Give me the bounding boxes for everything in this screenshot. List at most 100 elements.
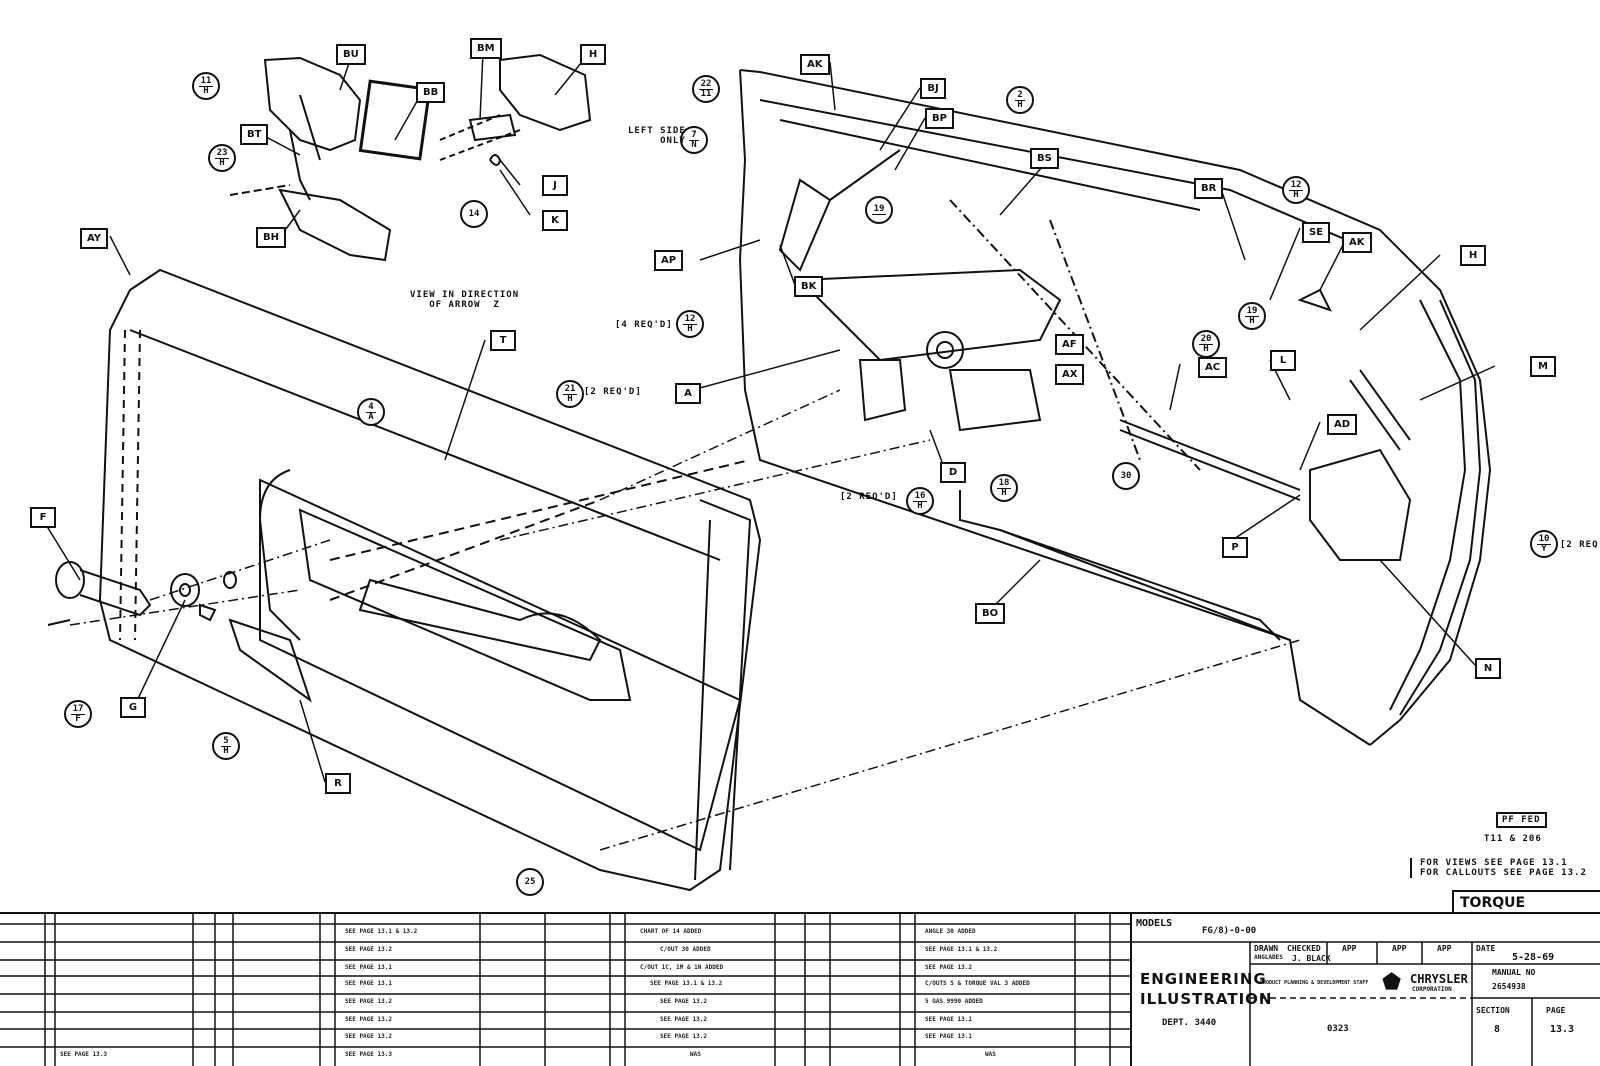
callout-bt: BT (240, 124, 269, 145)
callout-h-inset: H (580, 44, 606, 65)
torque-header: TORQUE (1452, 890, 1600, 914)
callout-br: BR (1194, 178, 1224, 199)
rev-cell: SEE PAGE 13.3 (345, 1051, 392, 1058)
app-label-3: APP (1437, 944, 1452, 953)
rev-cell: SEE PAGE 13.2 (345, 1033, 392, 1040)
manual-label: MANUAL NO (1492, 968, 1536, 977)
section-value: 8 (1494, 1024, 1501, 1035)
callout-t: T (490, 330, 516, 351)
rev-cell: 5 GAS 9990 ADDED (925, 998, 983, 1005)
door-inner-panel (738, 69, 1492, 746)
drawn-label: DRAWN (1254, 944, 1279, 953)
checked-by: J. BLACK (1292, 954, 1331, 963)
qty-note: [4 REQ'D] (615, 320, 673, 330)
title-block: SEE PAGE 13.1 & 13.2 SEE PAGE 13.2 SEE P… (0, 912, 1600, 1066)
door-trim-panel (98, 268, 762, 892)
checked-label: CHECKED (1287, 944, 1321, 953)
rev-cell: C/OUT 30 ADDED (660, 946, 711, 953)
app-label-1: APP (1342, 944, 1357, 953)
page-value: 13.3 (1550, 1024, 1575, 1035)
staff-label: PRODUCT PLANNING & DEVELOPMENT STAFF (1260, 980, 1369, 986)
callout-ak-top: AK (800, 54, 830, 75)
callout-ac: AC (1198, 357, 1228, 378)
fastener-callout: 25 (516, 868, 544, 896)
callout-m: M (1530, 356, 1556, 377)
chrysler-pentastar-icon: ⬟ (1382, 970, 1402, 995)
spec-note: PF FED (1496, 812, 1547, 828)
date-value: 5-28-69 (1512, 952, 1555, 963)
rev-cell: SEE PAGE 13.2 (345, 946, 392, 953)
rev-cell: SEE PAGE 13.2 (925, 964, 972, 971)
engineering-title: ENGINEERING (1140, 970, 1267, 988)
title-block-right: MODELS FG/8)-0-00 DRAWN ANGLADES CHECKED… (1130, 914, 1600, 1066)
qty-note: [2 REQ'D] (1560, 540, 1600, 550)
rev-cell: SEE PAGE 13.2 (660, 1033, 707, 1040)
models-value: FG/8)-0-00 (1202, 926, 1257, 936)
rev-cell: SEE PAGE 13.2 (660, 1016, 707, 1023)
page-label: PAGE (1546, 1006, 1566, 1015)
callout-bk: BK (794, 276, 824, 297)
callout-k: K (542, 210, 568, 231)
callout-ad: AD (1327, 414, 1358, 435)
dept-label: DEPT. 3440 (1162, 1018, 1217, 1028)
callout-r: R (325, 773, 351, 794)
explode-lines (69, 389, 1301, 851)
rev-cell: SEE PAGE 13.1 (345, 980, 392, 987)
models-label: MODELS (1136, 918, 1173, 929)
callout-bo: BO (975, 603, 1006, 624)
callout-n: N (1475, 658, 1501, 679)
rev-cell: SEE PAGE 13.2 (660, 998, 707, 1005)
revision-grid (0, 914, 1130, 1066)
callout-bh-inset: BH (256, 227, 286, 248)
callout-se: SE (1302, 222, 1331, 243)
rev-cell: SEE PAGE 13.1 (345, 964, 392, 971)
callout-ax: AX (1055, 364, 1085, 385)
fastener-callout: 30 (1112, 462, 1140, 490)
rev-cell: SEE PAGE 13.1 & 13.2 (925, 946, 998, 953)
date-label: DATE (1476, 944, 1496, 953)
fastener-callout: 19 (865, 196, 893, 224)
section-label: SECTION (1476, 1006, 1510, 1015)
inset-view-arrow-z (229, 53, 592, 262)
callout-bm-top: BM (470, 38, 502, 59)
rev-cell: SEE PAGE 13.1 & 13.2 (650, 980, 723, 987)
leader-lines (39, 51, 1496, 783)
title-block-grid (1132, 941, 1600, 1066)
rev-cell: SEE PAGE 13.2 (345, 1016, 392, 1023)
callout-af: AF (1055, 334, 1084, 355)
rev-cell: SEE PAGE 13.1 & 13.2 (345, 928, 418, 935)
callout-bj: BJ (920, 78, 946, 99)
drawing-code: 0323 (1327, 1024, 1349, 1034)
qty-note: [2 REQ'D] (584, 387, 642, 397)
spec-ref: T11 & 206 (1484, 834, 1542, 844)
rev-cell: SEE PAGE 13.1 (925, 1033, 972, 1040)
callout-bs: BS (1030, 148, 1059, 169)
callout-a: A (675, 383, 701, 404)
callout-ay: AY (80, 228, 109, 249)
app-label-2: APP (1392, 944, 1407, 953)
rev-cell: C/OUTS 5 & TORQUE VAL 3 ADDED (925, 980, 1030, 987)
manual-value: 2654938 (1492, 982, 1526, 991)
rev-cell: ANGLE 30 ADDED (925, 928, 976, 935)
callout-d: D (940, 462, 966, 483)
window-crank-handle (47, 561, 237, 626)
callout-bb: BB (416, 82, 446, 103)
rev-cell: SEE PAGE 13.2 (345, 998, 392, 1005)
qty-note: [2 REQ'D] (840, 492, 898, 502)
